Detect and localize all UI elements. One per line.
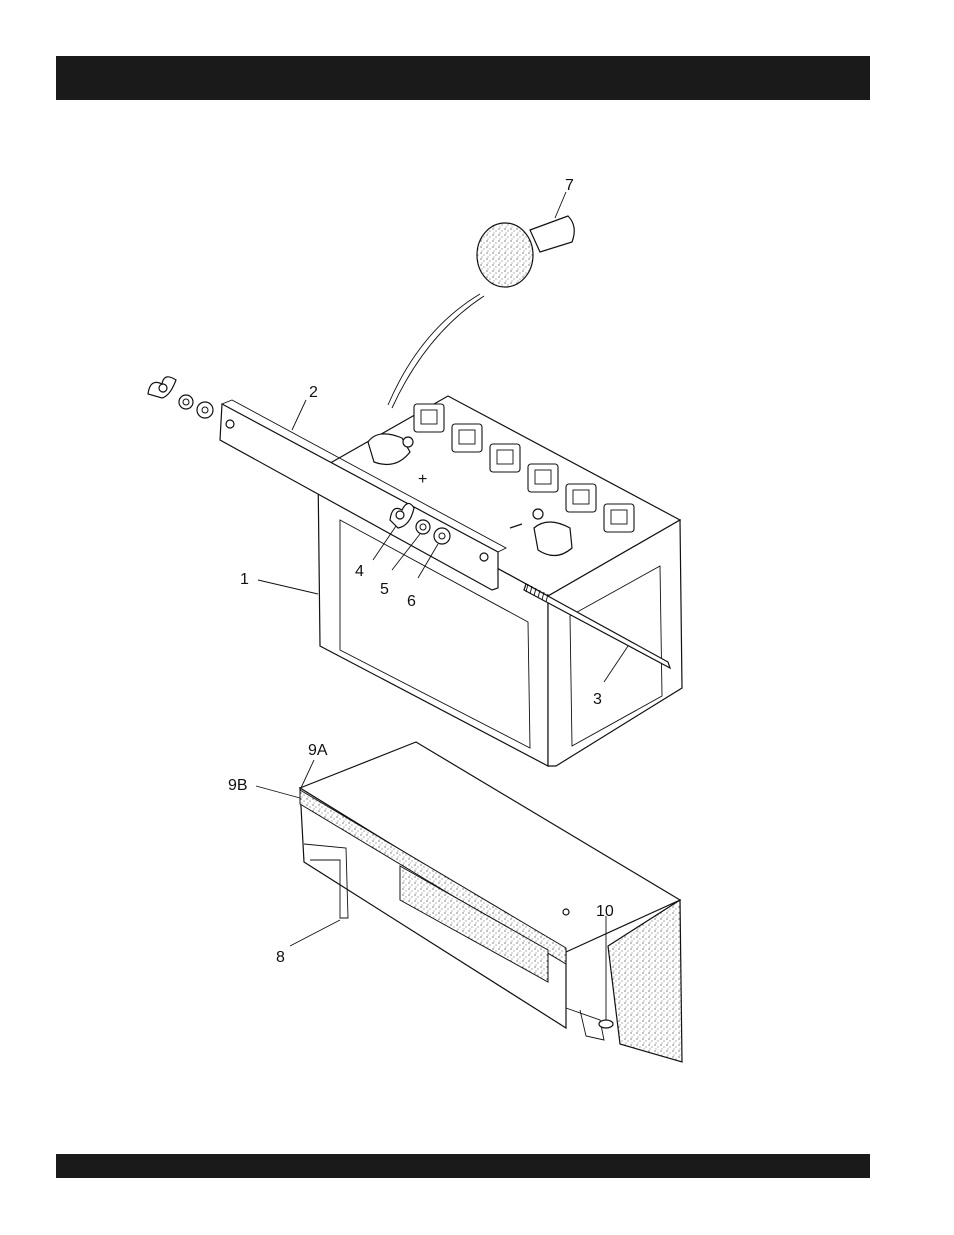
callout-7: 7 [565, 177, 574, 194]
battery: + [318, 396, 682, 766]
callout-9b: 9B [228, 777, 248, 794]
callout-3: 3 [593, 691, 602, 708]
callout-9a: 9A [308, 742, 328, 759]
callout-2: 2 [309, 384, 318, 401]
callout-10: 10 [596, 903, 614, 920]
callout-5: 5 [380, 581, 389, 598]
terminal-cover [388, 216, 574, 408]
battery-tray [300, 742, 682, 1062]
svg-text:+: + [418, 471, 427, 488]
callout-8: 8 [276, 949, 285, 966]
callout-4: 4 [355, 563, 364, 580]
callout-1: 1 [240, 571, 249, 588]
hardware-left [148, 377, 213, 418]
callout-6: 6 [407, 593, 416, 610]
